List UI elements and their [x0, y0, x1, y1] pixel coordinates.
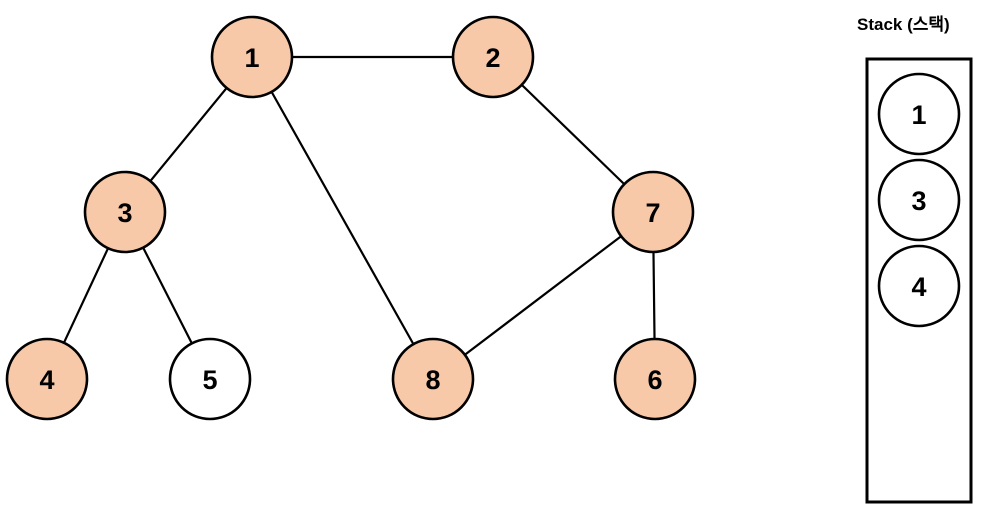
graph-node-label-7: 7 [645, 198, 660, 228]
graph-edge-3-4 [62, 246, 110, 345]
stack-group: 1 3 4 [865, 57, 973, 504]
stack-container-box [865, 57, 973, 504]
stack-item-label-4: 4 [911, 272, 926, 302]
graph-node-circle-7 [611, 170, 695, 254]
stack-item-label-3: 3 [911, 186, 926, 216]
graph-node-circle-4 [5, 337, 89, 421]
graph-node-label-8: 8 [425, 365, 440, 395]
graph-node-label-1: 1 [244, 43, 259, 73]
graph-node-circle-2 [451, 15, 535, 99]
graph-edge-3-5 [141, 245, 194, 346]
graph-node-6[interactable]: 6 [613, 337, 697, 421]
graph-node-circle-1 [210, 15, 294, 99]
graph-node-1[interactable]: 1 [210, 15, 294, 99]
nodes-group: 1 2 3 7 4 5 8 6 [5, 15, 697, 421]
stack-item-4[interactable]: 4 [877, 244, 961, 328]
edges-group [62, 55, 656, 357]
graph-node-circle-6 [613, 337, 697, 421]
stack-item-1[interactable]: 1 [877, 72, 961, 156]
stack-item-3[interactable]: 3 [877, 158, 961, 242]
graph-node-label-6: 6 [647, 365, 662, 395]
graph-node-8[interactable]: 8 [391, 337, 475, 421]
graph-edge-7-8 [462, 234, 624, 357]
stack-panel-title: Stack (스택) [857, 15, 950, 34]
graph-edge-2-7 [519, 83, 627, 186]
graph-node-2[interactable]: 2 [451, 15, 535, 99]
graph-node-label-4: 4 [39, 365, 54, 395]
graph-node-3[interactable]: 3 [83, 170, 167, 254]
graph-node-circle-5 [168, 337, 252, 421]
graph-node-circle-8 [391, 337, 475, 421]
graph-edge-7-6 [652, 249, 656, 342]
graph-node-circle-3 [83, 170, 167, 254]
graph-node-4[interactable]: 4 [5, 337, 89, 421]
graph-node-label-3: 3 [117, 198, 132, 228]
graph-node-5[interactable]: 5 [168, 337, 252, 421]
graph-edge-1-8 [270, 89, 415, 347]
stack-item-label-1: 1 [911, 100, 926, 130]
stack-item-circle-3 [877, 158, 961, 242]
graph-node-7[interactable]: 7 [611, 170, 695, 254]
graph-edge-1-3 [148, 86, 229, 183]
stack-item-circle-1 [877, 72, 961, 156]
graph-node-label-2: 2 [485, 43, 500, 73]
stack-item-circle-4 [877, 244, 961, 328]
graph-node-label-5: 5 [202, 365, 217, 395]
